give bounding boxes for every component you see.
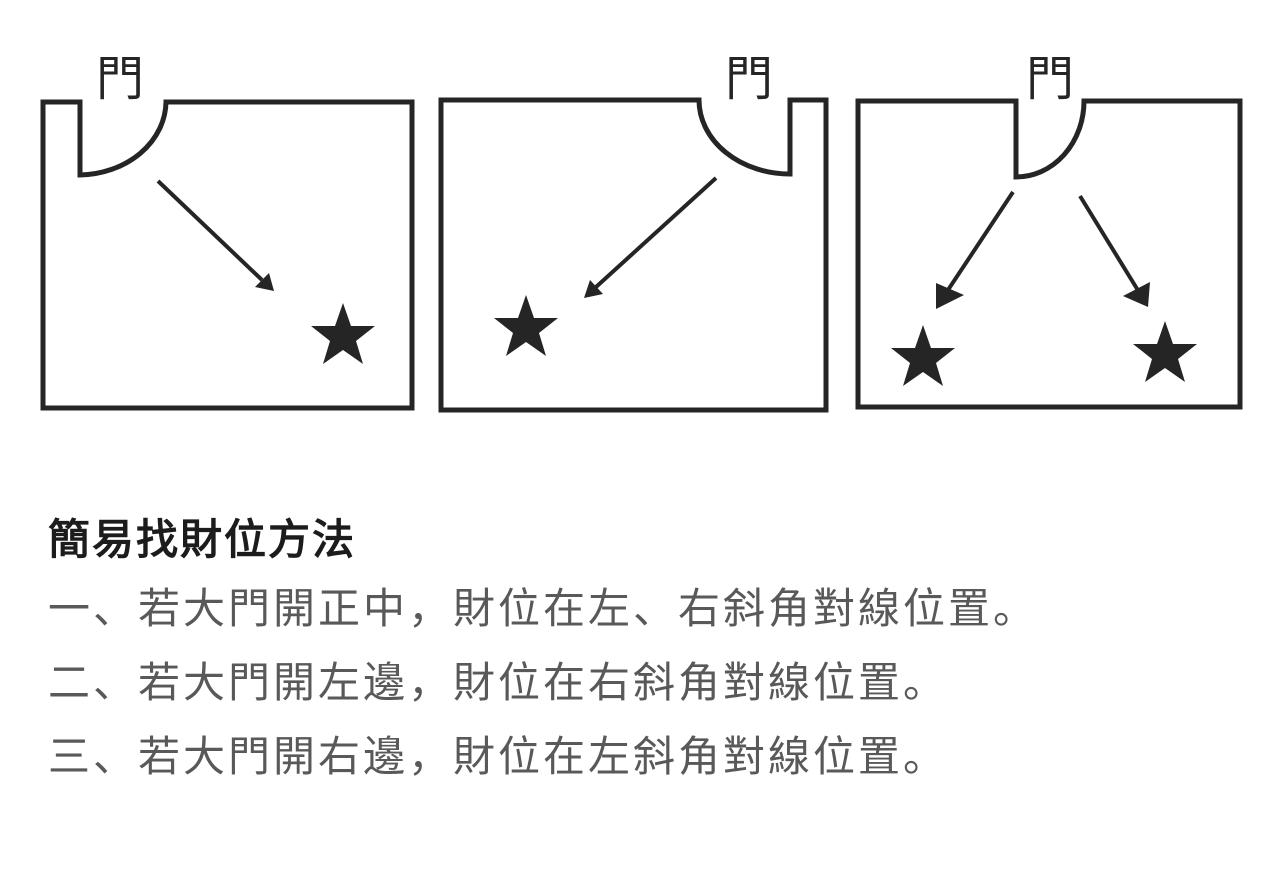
room-outline	[438, 97, 829, 413]
room-outline	[855, 98, 1243, 410]
arrow-head	[1123, 282, 1150, 307]
arrow-head	[584, 280, 603, 298]
caption-line-2: 二、若大門開左邊，財位在右斜角對線位置。	[48, 658, 949, 707]
door-label: 門	[1026, 51, 1074, 107]
wealth-star-icon	[1133, 321, 1197, 382]
wealth-position-diagram: 門 門 門	[40, 51, 1243, 413]
direction-arrow	[594, 176, 718, 289]
door-label: 門	[725, 51, 773, 107]
panel-door-left: 門	[40, 51, 415, 411]
room-outline	[40, 99, 415, 411]
arrow-head	[936, 283, 964, 309]
panel-door-center: 門	[855, 51, 1243, 410]
caption-line-1: 一、若大門開正中，財位在左、右斜角對線位置。	[48, 584, 1039, 633]
wealth-star-icon	[494, 295, 558, 356]
direction-arrow	[1078, 194, 1141, 294]
panel-door-right: 門	[438, 51, 829, 413]
wealth-star-icon	[891, 325, 955, 386]
wealth-star-icon	[311, 303, 375, 364]
caption-title: 簡易找財位方法	[48, 515, 357, 564]
arrow-head	[255, 273, 274, 291]
direction-arrow	[156, 179, 264, 282]
caption-line-3: 三、若大門開右邊，財位在左斜角對線位置。	[48, 732, 949, 781]
caption-block: 簡易找財位方法 一、若大門開正中，財位在左、右斜角對線位置。 二、若大門開左邊，…	[48, 508, 1248, 794]
direction-arrow	[944, 190, 1015, 295]
door-label: 門	[96, 51, 144, 107]
